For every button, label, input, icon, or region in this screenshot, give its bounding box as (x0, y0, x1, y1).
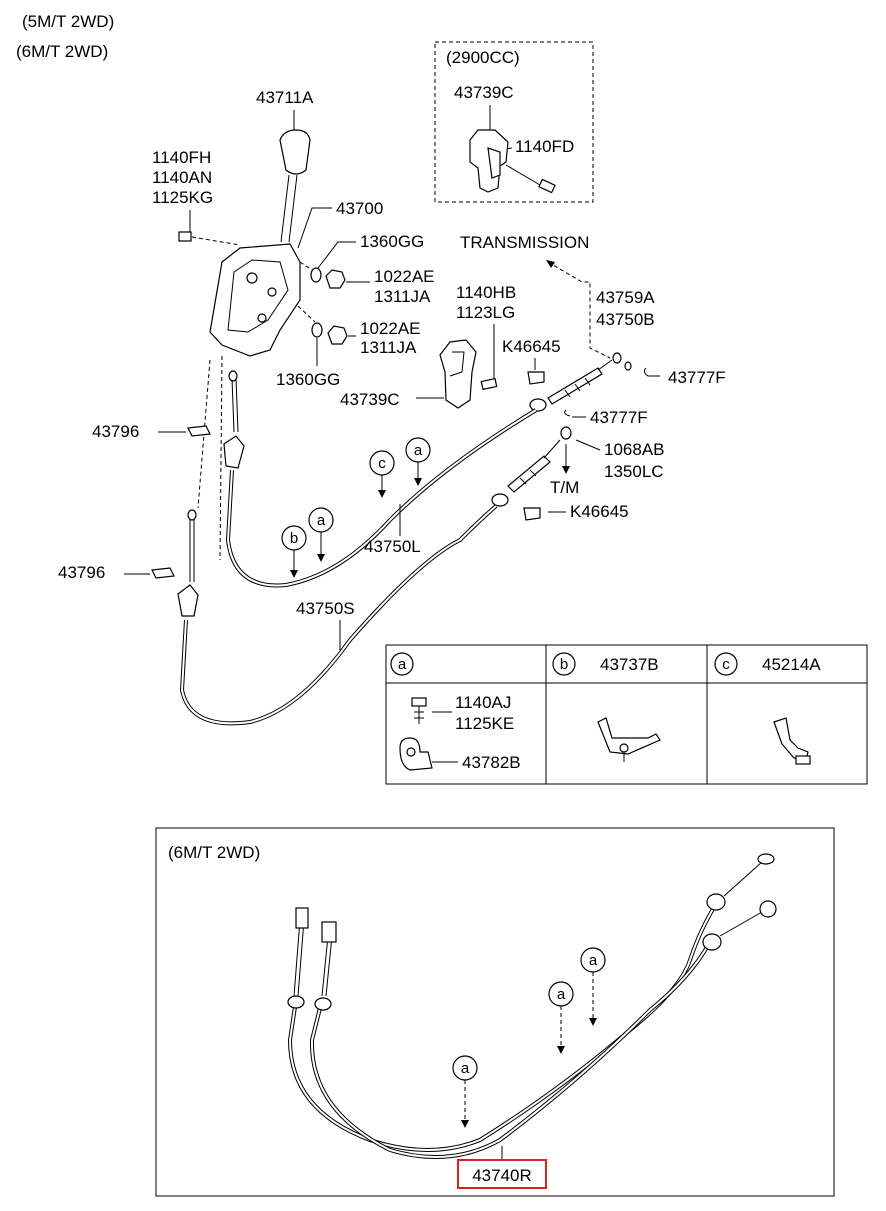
bracket-bolt-label-2: 1123LG (456, 303, 515, 322)
shift-knob-icon (279, 129, 311, 175)
inset-6mt: (6M/T 2WD) a a a 43740R (155, 827, 835, 1197)
callout-a-upper: a (405, 437, 431, 486)
bolt-label-1: 1140FH (152, 148, 211, 167)
knob-label: 43711A (256, 88, 314, 107)
shifter-housing-icon (209, 243, 301, 357)
inset-end-2-icon (321, 921, 337, 943)
clip-r2-label: 43777F (590, 408, 648, 427)
bracket-label: 43739C (340, 390, 400, 409)
svg-text:a: a (414, 442, 423, 459)
legend-part-b: 43737B (600, 655, 659, 674)
cable-l-boot-icon (223, 435, 245, 469)
bolt-label-2: 1140AN (152, 168, 212, 187)
washer-set-label-2: 1350LC (604, 462, 664, 481)
nut-upper-icon (325, 269, 346, 289)
transmission-label: TRANSMISSION (460, 233, 589, 252)
nut-lower-label-2: 1311JA (360, 338, 417, 357)
clip-left1-icon (187, 425, 211, 437)
inset-part-label: 43740R (472, 1166, 532, 1185)
pin-icon (612, 352, 622, 364)
svg-text:b: b (290, 530, 298, 547)
inset-bolt-label: 1140FD (515, 137, 574, 156)
clip-lower-icon (523, 507, 541, 521)
svg-text:a: a (317, 512, 326, 529)
legend-key-c: c (722, 656, 730, 673)
bolt-labels-top: 1140FH 1140AN 1125KG (152, 148, 241, 246)
cable-end-lower-icon (507, 455, 551, 493)
nut-lower-label-1: 1022AE (360, 319, 421, 338)
legend-part-c: 45214A (762, 655, 821, 674)
legend-table: a b 43737B c 45214A 1140AJ 1125KE 43782B (385, 644, 868, 785)
legend-key-a: a (398, 656, 407, 673)
washer-lower-label: 1360GG (276, 370, 340, 389)
pin-set-label-2: 43750B (596, 310, 655, 329)
legend-part-a-clip: 43782B (462, 753, 521, 772)
nut-upper-label-1: 1022AE (374, 267, 435, 286)
legend-bracket-b-icon (597, 717, 661, 755)
header-6mt: (6M/T 2WD) (16, 42, 108, 61)
callout-b: b (281, 525, 307, 578)
washer-upper-icon (310, 267, 322, 283)
legend-key-b: b (560, 656, 568, 673)
svg-text:c: c (378, 455, 386, 472)
cable-l-label: 43750L (364, 537, 421, 556)
inset-2900cc-title: (2900CC) (446, 48, 520, 67)
bracket-bolt-icon (480, 377, 498, 391)
inset-bolt-icon (538, 178, 556, 194)
washer-set-icon (560, 426, 572, 440)
nut-lower-icon (327, 325, 348, 345)
inset-callout-a1: a (589, 952, 598, 969)
legend-part-a-1: 1140AJ (455, 693, 511, 712)
bolt-label-3: 1125KG (152, 188, 213, 207)
clip-left2-icon (151, 567, 175, 579)
inset-2900cc: (2900CC) 43739C 1140FD (434, 41, 594, 203)
bolt-icon (178, 231, 192, 242)
inset-end-4-icon (702, 933, 722, 951)
inset-end-1-icon (295, 907, 309, 929)
nut-upper-label-2: 1311JA (374, 287, 431, 306)
clip-left1-label: 43796 (92, 422, 139, 441)
clip-lower-label: K46645 (570, 502, 629, 521)
legend-bolt-icon (411, 697, 427, 707)
bracket-icon (439, 339, 477, 409)
clip-upper-label: K46645 (502, 337, 561, 356)
clip-r1-label: 43777F (668, 368, 726, 387)
pin-set-label-1: 43759A (596, 288, 655, 307)
header-5mt: (5M/T 2WD) (22, 12, 114, 31)
clip-upper-icon (527, 371, 545, 385)
callout-c: c (369, 450, 395, 498)
callout-a-lower: a (308, 507, 334, 562)
clip-r2-icon (564, 409, 571, 417)
inset-bracket-icon (469, 129, 509, 193)
inset-callout-a3: a (461, 1060, 470, 1077)
inset-6mt-title: (6M/T 2WD) (168, 843, 260, 862)
cable-s-boot-icon (177, 584, 199, 617)
inset-end-3-icon (706, 893, 726, 911)
cable-end-upper-icon (547, 367, 603, 405)
tm-label: T/M (550, 478, 579, 497)
legend-bracket-c-icon (773, 717, 809, 761)
inset-bracket-label: 43739C (454, 83, 514, 102)
legend-clip-icon (399, 737, 433, 771)
washer-upper-label: 1360GG (360, 232, 424, 251)
clip-r1-icon (643, 367, 660, 377)
cable-s-label: 43750S (296, 599, 355, 618)
inset-callout-a2: a (557, 986, 566, 1003)
inset-part-highlight (457, 1159, 547, 1189)
legend-part-a-2: 1125KE (455, 714, 514, 733)
lever-assy-label: 43700 (336, 199, 383, 218)
washer-set-label-1: 1068AB (604, 440, 665, 459)
bracket-bolt-label-1: 1140HB (456, 283, 516, 302)
washer-lower-icon (311, 322, 323, 338)
clip-left2-label: 43796 (58, 563, 105, 582)
